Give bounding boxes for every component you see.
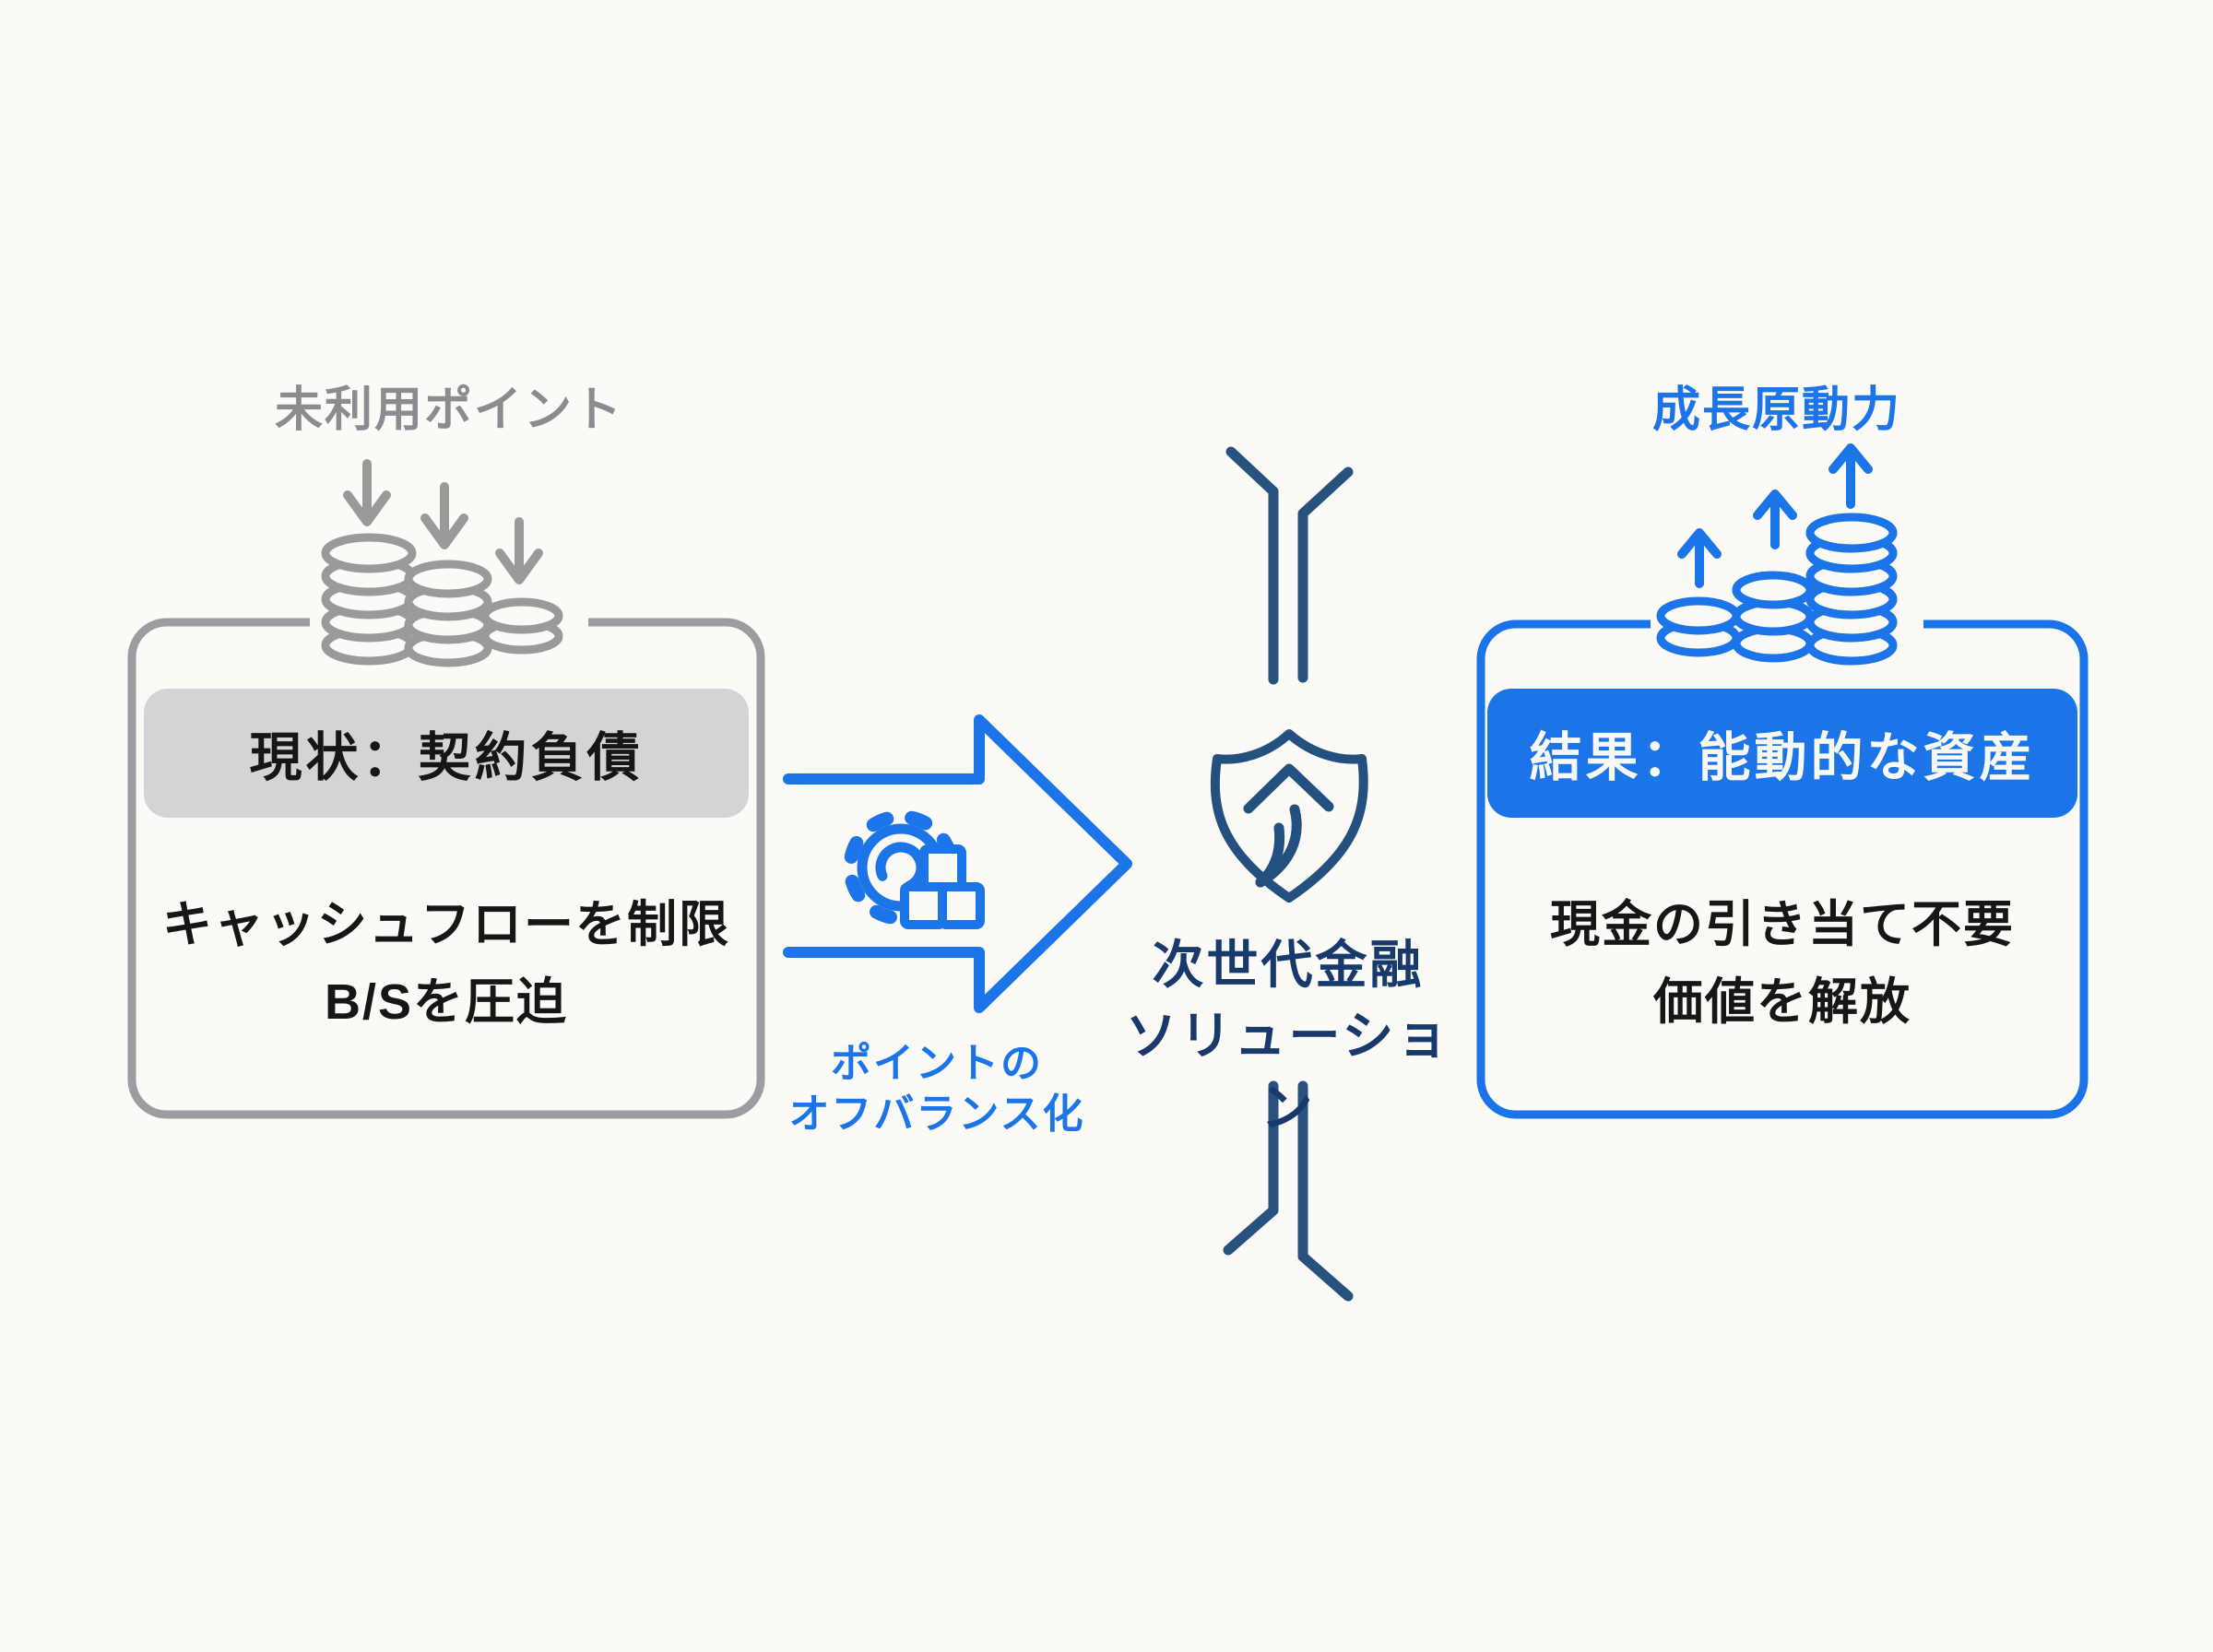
right-panel-body: 現金の引き当て不要 価値を解放 — [1481, 887, 2084, 1041]
down-arrows-icon — [343, 459, 543, 584]
growth-label: 成長原動力 — [1651, 384, 1901, 437]
left-panel-header: 現状：契約負債 — [144, 689, 749, 818]
transform-arrow-icon — [783, 714, 1132, 1013]
unused-points-label: 未利用ポイント — [274, 384, 623, 437]
left-panel-body: キャッシュフローを制限 B/Sを圧迫 — [132, 887, 761, 1041]
left-body-line2: B/Sを圧迫 — [324, 974, 569, 1030]
growth-coins-icon — [1656, 513, 1898, 666]
right-panel-header: 結果：能動的な資産 — [1487, 689, 2077, 818]
funnel-lines-icon — [1223, 446, 1354, 1302]
offbalance-label: ポイントの オフバランス化 — [752, 1038, 1121, 1139]
left-body-line1: キャッシュフローを制限 — [162, 897, 730, 952]
shield-up-arrow-icon — [1210, 729, 1368, 903]
up-arrows-icon — [1677, 443, 1873, 588]
right-body-line2: 価値を解放 — [1653, 974, 1911, 1030]
offbalance-label-line1: ポイントの — [831, 1041, 1043, 1086]
unused-points-coins-icon — [321, 533, 563, 667]
solution-title-line1: 次世代金融 — [1152, 936, 1425, 994]
solution-title-line2: ソリューション — [1125, 1007, 1451, 1137]
solution-title: 次世代金融 ソリューション — [1104, 929, 1473, 1143]
right-body-line1: 現金の引き当て不要 — [1550, 897, 2015, 952]
gear-blocks-icon — [843, 809, 985, 929]
right-panel-header-text: 結果：能動的な資産 — [1529, 728, 2036, 787]
left-panel-header-text: 現状：契約負債 — [249, 728, 644, 787]
offbalance-label-line2: オフバランス化 — [788, 1092, 1085, 1137]
